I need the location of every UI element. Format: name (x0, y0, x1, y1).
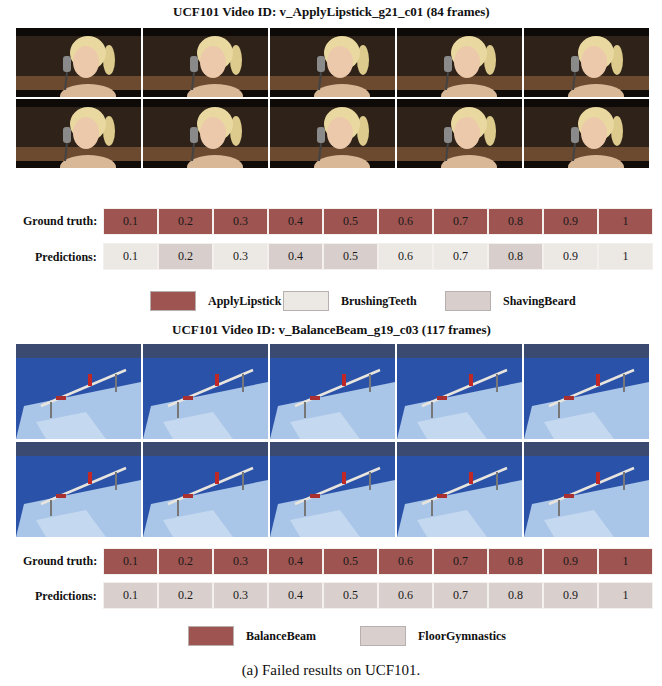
segment-time: 0.5 (343, 554, 358, 569)
row-label: Ground truth: (23, 554, 97, 569)
segment-time: 0.9 (563, 554, 578, 569)
segment-cell: 0.9 (543, 582, 598, 609)
segment-time: 0.2 (178, 554, 193, 569)
segment-time: 0.6 (398, 588, 413, 603)
segment-time: 0.4 (288, 588, 303, 603)
segment-cell: 0.6 (378, 548, 433, 575)
segment-time: 0.3 (233, 214, 248, 229)
segment-cell: 0.3 (213, 582, 268, 609)
segment-time: 0.8 (508, 249, 523, 264)
segment-time: 1 (623, 249, 629, 264)
segment-cell: 0.8 (488, 582, 543, 609)
segment-cell: 0.9 (543, 208, 598, 235)
segment-cell: 0.2 (158, 243, 213, 270)
segment-time: 0.6 (398, 214, 413, 229)
legend-text: FloorGymnastics (418, 626, 506, 646)
segment-cell: 0.2 (158, 548, 213, 575)
segment-time: 0.3 (233, 249, 248, 264)
segment-time: 1 (623, 214, 629, 229)
segment-time: 0.9 (563, 249, 578, 264)
segment-time: 0.2 (178, 214, 193, 229)
legend-text: BrushingTeeth (341, 291, 417, 311)
segment-cell: 1 (598, 548, 653, 575)
segment-cell: 0.7 (433, 243, 488, 270)
segment-cell: 0.6 (378, 208, 433, 235)
segment-time: 0.5 (343, 249, 358, 264)
segment-cell: 0.1 (103, 548, 158, 575)
legend-swatch (360, 626, 406, 646)
segment-cell: 0.3 (213, 208, 268, 235)
segment-cell: 0.1 (103, 243, 158, 270)
segment-time: 0.7 (453, 214, 468, 229)
legend-swatch (283, 291, 329, 311)
segment-cell: 0.7 (433, 548, 488, 575)
segment-time: 0.8 (508, 588, 523, 603)
segment-cell: 0.4 (268, 243, 323, 270)
segment-time: 0.9 (563, 214, 578, 229)
segment-time: 0.8 (508, 554, 523, 569)
segment-time: 0.3 (233, 554, 248, 569)
segment-time: 0.6 (398, 249, 413, 264)
segment-time: 0.1 (123, 588, 138, 603)
segment-time: 0.7 (453, 249, 468, 264)
segment-time: 0.4 (288, 554, 303, 569)
row-label: Ground truth: (23, 214, 97, 229)
segment-cell: 1 (598, 582, 653, 609)
segment-cell: 0.1 (103, 208, 158, 235)
legend-text: ShavingBeard (503, 291, 576, 311)
legend-text: BalanceBeam (246, 626, 316, 646)
segment-cell: 0.6 (378, 243, 433, 270)
legend-swatch (445, 291, 491, 311)
segment-time: 0.4 (288, 249, 303, 264)
segment-time: 1 (623, 554, 629, 569)
segment-cell: 0.4 (268, 548, 323, 575)
segment-time: 0.1 (123, 214, 138, 229)
segment-cell: 1 (598, 208, 653, 235)
segment-time: 0.5 (343, 214, 358, 229)
segment-time: 0.4 (288, 214, 303, 229)
segment-cell: 0.5 (323, 208, 378, 235)
legend-text: ApplyLipstick (208, 291, 281, 311)
segment-time: 0.2 (178, 249, 193, 264)
segment-time: 0.9 (563, 588, 578, 603)
video-heading: UCF101 Video ID: v_BalanceBeam_g19_c03 (… (172, 322, 491, 338)
segment-time: 0.1 (123, 249, 138, 264)
segment-time: 0.6 (398, 554, 413, 569)
segment-cell: 0.3 (213, 243, 268, 270)
segment-cell: 0.8 (488, 243, 543, 270)
segment-cell: 0.3 (213, 548, 268, 575)
legend-swatch (188, 626, 234, 646)
segment-time: 1 (623, 588, 629, 603)
segment-cell: 0.7 (433, 208, 488, 235)
segment-cell: 0.8 (488, 548, 543, 575)
segment-cell: 1 (598, 243, 653, 270)
segment-cell: 0.9 (543, 243, 598, 270)
segment-cell: 0.7 (433, 582, 488, 609)
segment-time: 0.3 (233, 588, 248, 603)
segment-cell: 0.1 (103, 582, 158, 609)
segment-time: 0.2 (178, 588, 193, 603)
segment-cell: 0.8 (488, 208, 543, 235)
segment-time: 0.8 (508, 214, 523, 229)
legend-swatch (150, 291, 196, 311)
segment-cell: 0.9 (543, 548, 598, 575)
segment-time: 0.7 (453, 588, 468, 603)
segment-cell: 0.5 (323, 243, 378, 270)
video-heading: UCF101 Video ID: v_ApplyLipstick_g21_c01… (173, 4, 490, 20)
segment-time: 0.7 (453, 554, 468, 569)
segment-cell: 0.4 (268, 208, 323, 235)
segment-cell: 0.2 (158, 582, 213, 609)
segment-cell: 0.6 (378, 582, 433, 609)
row-label: Predictions: (35, 250, 97, 265)
segment-cell: 0.5 (323, 582, 378, 609)
segment-cell: 0.5 (323, 548, 378, 575)
figure-caption: (a) Failed results on UCF101. (0, 662, 662, 679)
segment-cell: 0.2 (158, 208, 213, 235)
segment-time: 0.1 (123, 554, 138, 569)
row-label: Predictions: (35, 589, 97, 604)
segment-cell: 0.4 (268, 582, 323, 609)
segment-time: 0.5 (343, 588, 358, 603)
